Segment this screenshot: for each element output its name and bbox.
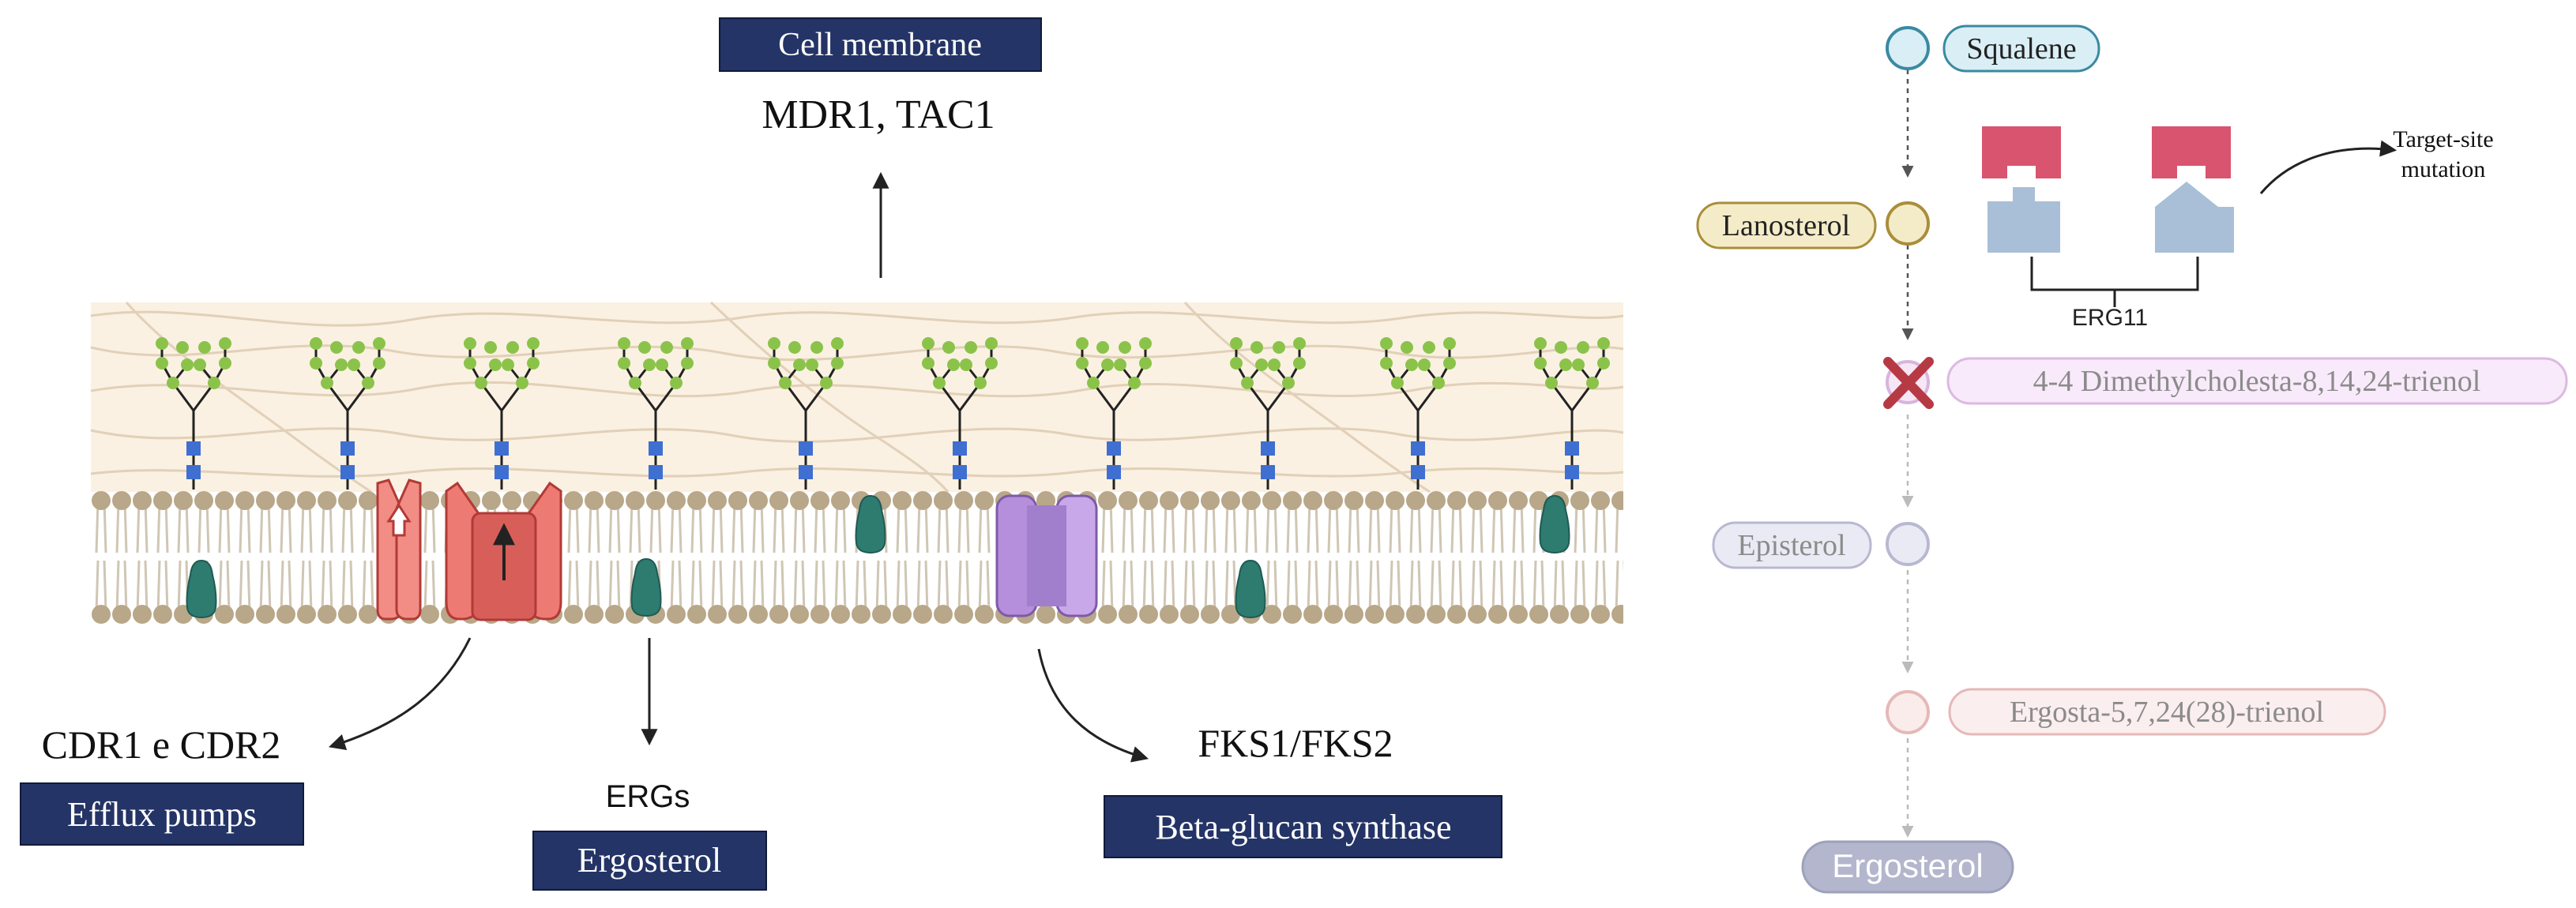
arrow-to-beta-glucan-synthase: [1037, 648, 1149, 763]
lanosterol-node: [1886, 201, 1930, 246]
ergosterol-marker-2: [630, 557, 662, 617]
target-site-mutation-label-line1: Target-site: [2393, 126, 2493, 152]
efflux-pumps-label: Efflux pumps: [67, 795, 257, 834]
glycoprotein-8: [1230, 337, 1306, 490]
glycoprotein-1: [156, 337, 231, 490]
episterol-node: [1886, 522, 1930, 566]
ergosterol-molecules: [186, 494, 1570, 619]
target-site-mutation-label-line2: mutation: [2401, 156, 2486, 182]
ergosterol-product-label: Ergosterol: [1832, 847, 1983, 884]
glycoprotein-9: [1380, 337, 1456, 490]
erg11-label: ERG11: [2072, 305, 2148, 331]
cell-membrane-genes: MDR1, TAC1: [762, 92, 995, 137]
ergosterol-label: Ergosterol: [577, 841, 722, 880]
glycoprotein-2: [310, 337, 385, 490]
glycoprotein-10: [1534, 337, 1610, 490]
glycoprotein-7: [1076, 337, 1152, 490]
squalene-pill: [1942, 24, 2100, 73]
membrane-panel: Cell membrane MDR1, TAC1 CDR1 e CDR2 Eff…: [20, 17, 1624, 891]
beta-glucan-synthase: [995, 494, 1098, 617]
erg11-bracket: [2030, 257, 2199, 307]
ergosterol-label-box: [532, 831, 767, 891]
beta-glucan-synthase-genes: FKS1/FKS2: [1198, 721, 1393, 765]
beta-glucan-synthase-label-box: [1104, 795, 1502, 858]
ergosta-trienol-node: [1886, 690, 1930, 734]
ergosterol-genes: ERGs: [606, 779, 690, 814]
cell-wall: [91, 302, 1623, 492]
ergosterol-marker-3: [855, 494, 886, 554]
arrow-to-efflux-pumps: [328, 637, 472, 751]
erg11-enzyme-wild-type: [1982, 126, 2061, 253]
efflux-pump-small: [376, 478, 422, 621]
ergosterol-product-pill: [1801, 840, 2014, 894]
erg11-enzyme-mutant: [2152, 126, 2234, 253]
squalene-node: [1886, 26, 1930, 70]
lanosterol-label: Lanosterol: [1722, 209, 1851, 242]
ergosterol-marker-4: [1235, 559, 1266, 619]
ergosterol-pathway: Squalene Lanosterol 4-4 Dimethylcholesta…: [1696, 24, 2568, 894]
glycoproteins: [156, 337, 1610, 490]
glycoprotein-5: [768, 337, 844, 490]
episterol-pill: [1712, 521, 1872, 569]
target-site-mutation-arrow: [2259, 140, 2397, 194]
ergosta-trienol-label: Ergosta-5,7,24(28)-trienol: [2010, 696, 2324, 729]
ergosta-trienol-pill: [1948, 688, 2386, 736]
glycoprotein-4: [618, 337, 694, 490]
efflux-pump-large: [445, 481, 562, 621]
squalene-label: Squalene: [1966, 32, 2076, 66]
dimethylcholesta-label: 4-4 Dimethylcholesta-8,14,24-trienol: [2033, 365, 2481, 398]
episterol-label: Episterol: [1737, 529, 1845, 562]
cell-membrane-label: Cell membrane: [778, 27, 982, 63]
lipid-bilayer-bottom-leaflet: [91, 557, 1623, 632]
inhibition-cross-icon: [1883, 357, 1934, 409]
efflux-pump-genes: CDR1 e CDR2: [42, 722, 281, 767]
cell-membrane-label-box: [719, 17, 1042, 72]
dimethylcholesta-pill: [1946, 357, 2568, 405]
ergosterol-marker-5: [1539, 494, 1570, 554]
glycoprotein-3: [464, 337, 540, 490]
efflux-pumps-label-box: [20, 782, 304, 846]
glycoprotein-6: [922, 337, 998, 490]
lanosterol-pill: [1696, 201, 1877, 250]
beta-glucan-synthase-label: Beta-glucan synthase: [1155, 808, 1451, 846]
ergosterol-marker-1: [186, 559, 217, 619]
